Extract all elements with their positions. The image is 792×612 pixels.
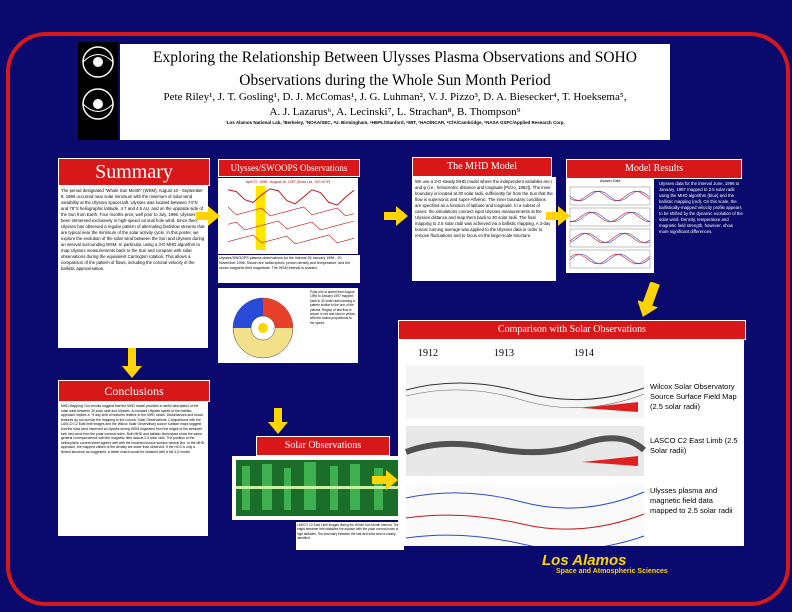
wilcox-maps (405, 366, 645, 418)
swoops-chart-panel: April 27, 1996 - August 26, 1997 (Solar … (218, 178, 358, 254)
year-1913: 1913 (494, 348, 514, 359)
swoops-panel-trace (227, 220, 355, 231)
summary-header: Summary (58, 158, 210, 186)
mhd-mapped-trace (569, 190, 651, 202)
arrow-down-results (638, 282, 660, 317)
results-subpanel (569, 228, 651, 248)
results-subpanel (569, 207, 651, 227)
ulysses-logo (78, 42, 118, 140)
conclusions-text: MHD Mapping: Our results suggest that th… (58, 402, 208, 536)
label-wilcox: Wilcox Solar Observatory Source Surface … (650, 382, 737, 411)
poster-title-line-1: Exploring the Relationship Between Ulyss… (153, 49, 637, 66)
results-text: Ulysses data for the interval June, 1996… (656, 179, 746, 277)
poster-title-line-2: Observations during the Whole Sun Month … (239, 72, 551, 89)
year-1912: 1912 (418, 348, 438, 359)
red-arrow-lasco (582, 456, 638, 466)
poster-frame (6, 32, 790, 606)
swoops-caption: Ulysses/SWOOPS plasma observations for t… (218, 255, 360, 283)
mhd-mapped-trace (569, 232, 651, 244)
comparison-header: Comparison with Solar Observations (398, 320, 746, 340)
comparison-figure (404, 366, 647, 546)
polar-plot-panel: Polar plot of speed from August 1996 to … (218, 288, 358, 363)
arrow-right-1 (196, 206, 220, 226)
results-chart-panel: Ulysses Data (566, 179, 654, 273)
polar-caption: Polar plot of speed from August 1996 to … (310, 290, 356, 325)
red-arrow-wilcox (582, 402, 638, 412)
authors-line-2: A. J. Lazarus⁶, A. Lecinski⁷, L. Stracha… (269, 106, 521, 118)
solar-caption: LASCO C2 East Limb images during the Who… (296, 522, 404, 550)
swoops-chart-title: April 27, 1996 - August 26, 1997 (Solar … (245, 180, 331, 184)
label-lasco: LASCO C2 East Limb (2.5 Solar radii) (650, 436, 738, 455)
wsm-band (255, 186, 266, 250)
mhd-text: We use a 3-D steady MHD model where the … (412, 177, 556, 281)
swoops-chart (227, 186, 355, 250)
polar-plot (232, 297, 294, 359)
lasco-maps (404, 426, 647, 476)
ulysses-mapped-panels (405, 484, 645, 546)
ballistic-mapped-trace (569, 253, 651, 265)
arrow-right-2 (384, 206, 408, 226)
mhd-header: The MHD Model (412, 157, 552, 177)
swoops-panel-trace (227, 206, 355, 217)
arrow-right-3 (546, 206, 570, 226)
year-1914: 1914 (574, 348, 594, 359)
arrow-right-solar (372, 470, 398, 490)
mhd-mapped-trace (569, 211, 651, 223)
results-header: Model Results (566, 159, 742, 179)
lasco-image-strip (236, 460, 400, 516)
conclusions-header: Conclusions (58, 380, 210, 402)
results-chart (569, 186, 651, 269)
solar-image-panel (232, 456, 404, 520)
swoops-header: Ulysses/SWOOPS Observations (218, 159, 360, 177)
label-ulysses: Ulysses plasma and magnetic field data m… (650, 486, 733, 515)
affiliations: ¹Los Alamos National Lab, ²Berkeley, ³NO… (225, 120, 565, 125)
ballistic-mapped-trace (569, 190, 651, 202)
brand-subtitle: Space and Atmospheric Sciences (556, 568, 668, 575)
ballistic-mapped-trace (569, 211, 651, 223)
speed-series-line (227, 188, 355, 206)
results-chart-title: Ulysses Data (599, 179, 621, 183)
mhd-mapped-trace (569, 253, 651, 265)
summary-text: The period designated “Whole Sun Month” … (58, 186, 208, 348)
solar-header: Solar Observations (256, 436, 390, 456)
arrow-down-polar (268, 408, 288, 434)
poster-title-block: Exploring the Relationship Between Ulyss… (120, 44, 670, 140)
authors-line-1: Pete Riley¹, J. T. Gosling¹, D. J. McCom… (163, 91, 627, 103)
results-subpanel (569, 186, 651, 206)
ballistic-mapped-trace (569, 232, 651, 244)
swoops-panel-trace (227, 234, 355, 245)
comparison-panel: 1912 1913 1914 Wilcox Solar Observatory … (398, 340, 744, 546)
results-subpanel (569, 249, 651, 269)
brand-logo: Los Alamos (542, 552, 627, 569)
arrow-down-summary (122, 348, 142, 378)
